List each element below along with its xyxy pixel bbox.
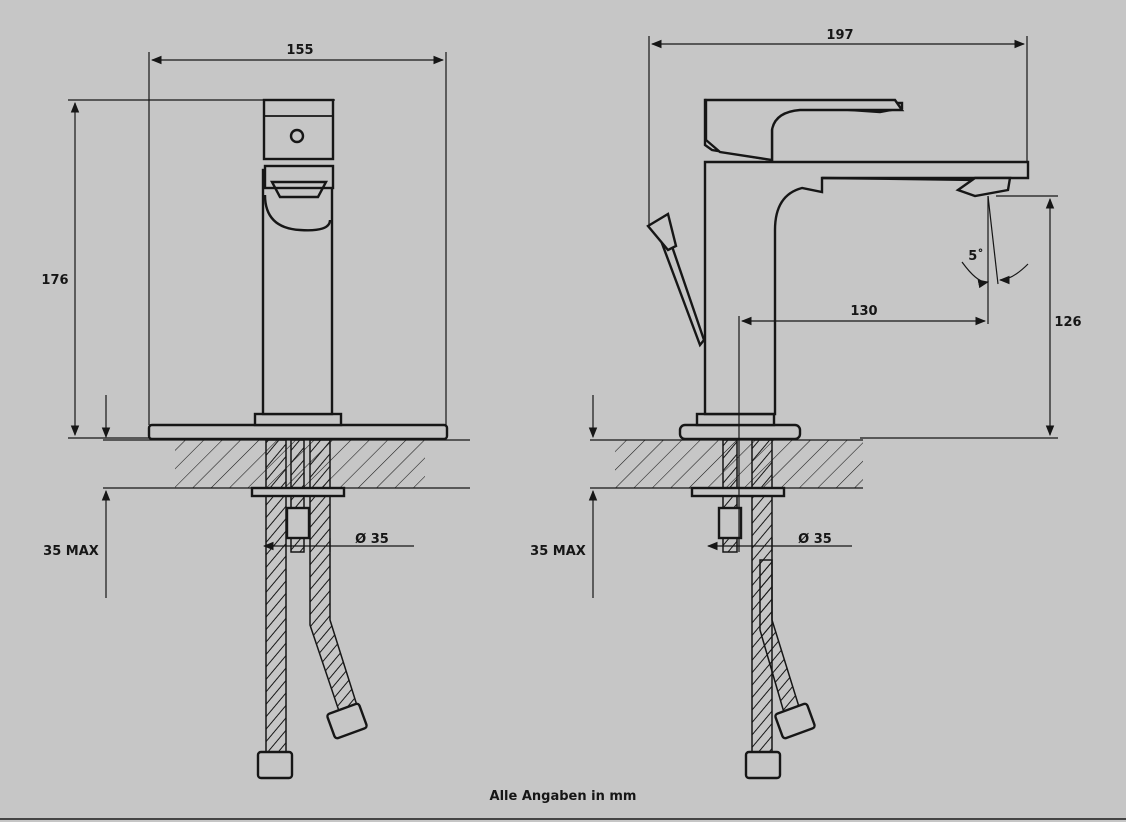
spout xyxy=(703,160,1030,416)
faucet-body xyxy=(261,168,334,416)
side-angle-label: 5˚ xyxy=(968,248,984,264)
drain-lever xyxy=(652,219,706,348)
indicator-dot xyxy=(289,128,305,144)
units-caption: Alle Angaben in mm xyxy=(489,789,637,804)
base-plate xyxy=(147,423,449,441)
side-spout-height-label: 126 xyxy=(1054,315,1081,330)
front-width-label: 155 xyxy=(286,43,313,58)
hose-fitting-left xyxy=(256,750,294,780)
nut xyxy=(285,506,311,540)
front-height-label: 176 xyxy=(41,273,68,288)
front-hole-label: Ø 35 xyxy=(355,532,389,547)
hose-fitting-right xyxy=(774,702,816,740)
side-reach-label: 130 xyxy=(850,304,877,319)
bottom-rule xyxy=(0,818,1126,820)
front-deck-label: 35 MAX xyxy=(43,544,99,559)
side-view: 197 130 5˚ 126 35 MAX Ø 35 xyxy=(530,28,1082,780)
side-width-label: 197 xyxy=(826,28,853,43)
side-hole-label: Ø 35 xyxy=(798,532,832,547)
front-view: 155 176 35 MAX Ø 35 xyxy=(41,43,470,780)
hose-fitting-left xyxy=(744,750,782,780)
base-plate xyxy=(678,423,802,441)
hose-fitting-right xyxy=(326,702,368,740)
side-deck-label: 35 MAX xyxy=(530,544,586,559)
nut xyxy=(717,506,743,540)
